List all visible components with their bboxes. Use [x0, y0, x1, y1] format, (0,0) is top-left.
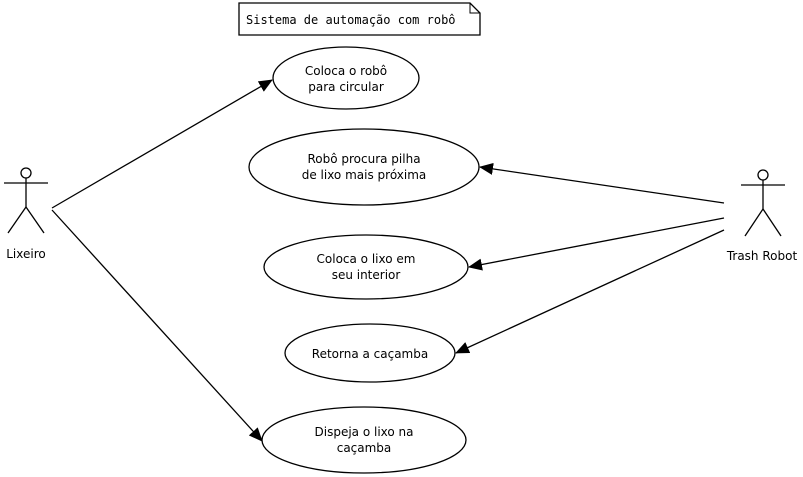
use-case-1: Coloca o robô para circular — [272, 46, 420, 110]
actor-trash-robot-label: Trash Robot — [726, 249, 798, 263]
association-robot-use-case-3 — [468, 217, 725, 271]
system-title: Sistema de automação com robô — [246, 13, 456, 27]
association-lixeiro-use-case-5 — [51, 209, 263, 442]
use-case-5: Dispeja o lixo na caçamba — [261, 406, 467, 474]
actor-lixeiro: Lixeiro — [4, 167, 48, 261]
association-robot-use-case-4 — [455, 229, 725, 354]
use-case-1-line-2: para circular — [308, 80, 384, 94]
use-case-4-line-1: Retorna a caçamba — [312, 347, 428, 361]
use-case-1-line-1: Coloca o robô — [305, 64, 387, 78]
actor-trash-robot: Trash Robot — [726, 169, 798, 263]
actor-lixeiro-label: Lixeiro — [6, 247, 45, 261]
association-lixeiro-use-case-1 — [51, 79, 273, 209]
use-case-3: Coloca o lixo em seu interior — [263, 234, 469, 300]
use-case-2-line-1: Robô procura pilha — [307, 152, 420, 166]
use-case-2-line-2: de lixo mais próxima — [302, 168, 427, 182]
association-robot-use-case-2 — [479, 162, 725, 204]
use-case-3-line-2: seu interior — [332, 268, 401, 282]
use-case-2: Robô procura pilha de lixo mais próxima — [248, 128, 480, 206]
use-case-5-line-1: Dispeja o lixo na — [315, 425, 414, 439]
system-note: Sistema de automação com robô — [238, 2, 481, 36]
use-case-5-line-2: caçamba — [337, 441, 392, 455]
use-case-3-line-1: Coloca o lixo em — [317, 252, 416, 266]
use-case-4: Retorna a caçamba — [284, 323, 456, 383]
